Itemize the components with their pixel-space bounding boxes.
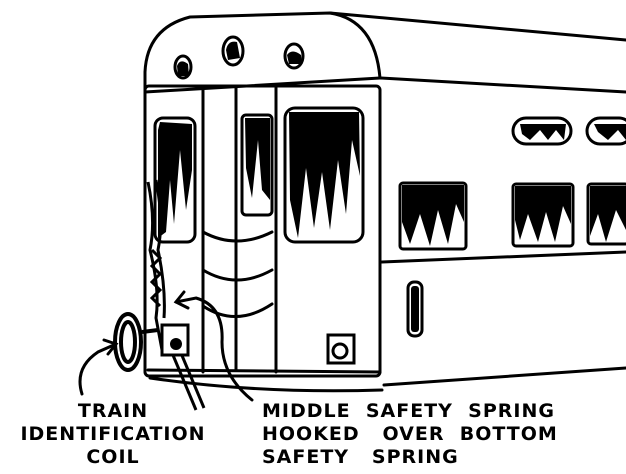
bottom-sill — [148, 370, 380, 372]
coil-label-line-2: IDENTIFICATION — [18, 425, 208, 444]
coil-label-line-3: COIL — [18, 448, 208, 467]
side-windows — [400, 118, 626, 249]
spring-label-line-2: HOOKED OVER BOTTOM — [262, 425, 558, 444]
coil-label-line-1: TRAIN — [18, 402, 208, 421]
jumper-receptacle — [328, 335, 354, 363]
side-roof-line — [330, 13, 626, 40]
side-belt-line — [382, 252, 626, 262]
end-windows — [155, 108, 363, 242]
spring-label-line-1: MIDDLE SAFETY SPRING — [262, 402, 558, 421]
coil-label: TRAIN IDENTIFICATION COIL — [18, 402, 208, 467]
side-bottom-line — [384, 368, 626, 385]
identification-coil — [115, 314, 141, 370]
spring-label-line-3: SAFETY SPRING — [262, 448, 558, 467]
side-upper-line — [380, 78, 626, 92]
coil-cable — [142, 330, 158, 332]
spring-label: MIDDLE SAFETY SPRING HOOKED OVER BOTTOM … — [262, 402, 558, 467]
